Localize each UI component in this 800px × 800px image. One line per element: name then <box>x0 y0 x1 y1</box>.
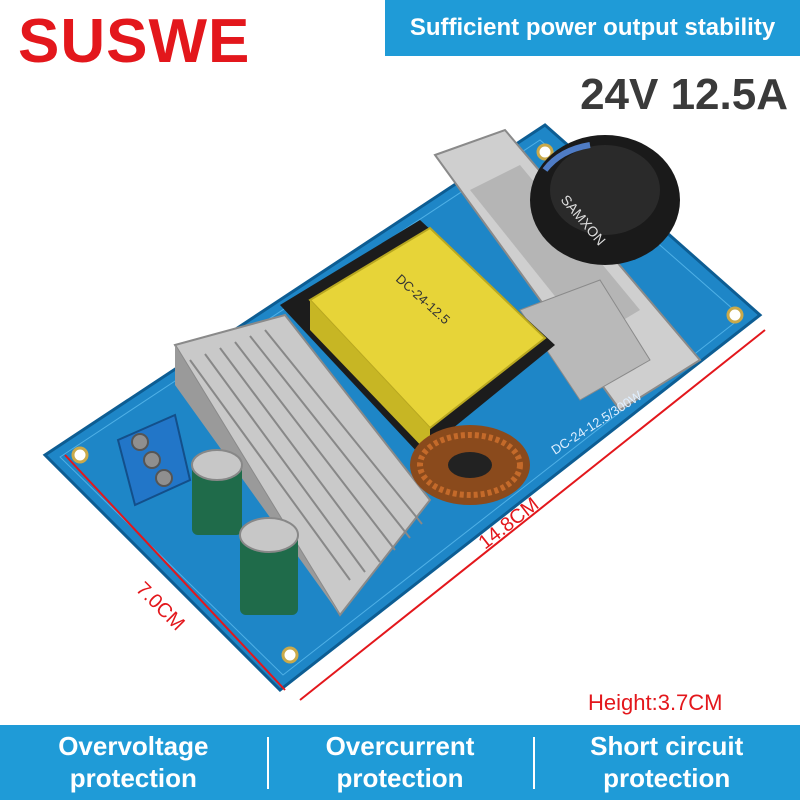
feature-line1: Overvoltage <box>58 731 209 761</box>
terminal-block <box>116 413 192 507</box>
feature-line2: protection <box>336 763 464 793</box>
feature-short-circuit: Short circuit protection <box>533 725 800 800</box>
product-image: SAMXON DC-24-12.5 DC-24-12.5/300W 7.0CM … <box>42 123 766 701</box>
heatsink-left <box>173 313 432 617</box>
height-dimension: Height:3.7CM <box>588 690 723 715</box>
output-capacitors <box>191 449 299 615</box>
bulk-capacitor: SAMXON <box>530 135 680 265</box>
feature-line2: protection <box>69 763 197 793</box>
feature-bar: Overvoltage protection Overcurrent prote… <box>0 725 800 800</box>
feature-overcurrent: Overcurrent protection <box>266 725 534 800</box>
brand-logo: SUSWE <box>18 7 251 76</box>
inductor-coil <box>410 425 530 505</box>
feature-line2: protection <box>603 763 731 793</box>
heatsink-right <box>433 128 702 412</box>
transformer: DC-24-12.5 <box>280 220 555 455</box>
spec-label: 24V 12.5A <box>580 70 788 119</box>
feature-line1: Overcurrent <box>325 731 475 761</box>
tagline-banner: Sufficient power output stability <box>385 0 800 56</box>
dimension-lines <box>64 329 766 701</box>
feature-overvoltage: Overvoltage protection <box>0 725 267 800</box>
feature-line1: Short circuit <box>590 731 744 761</box>
